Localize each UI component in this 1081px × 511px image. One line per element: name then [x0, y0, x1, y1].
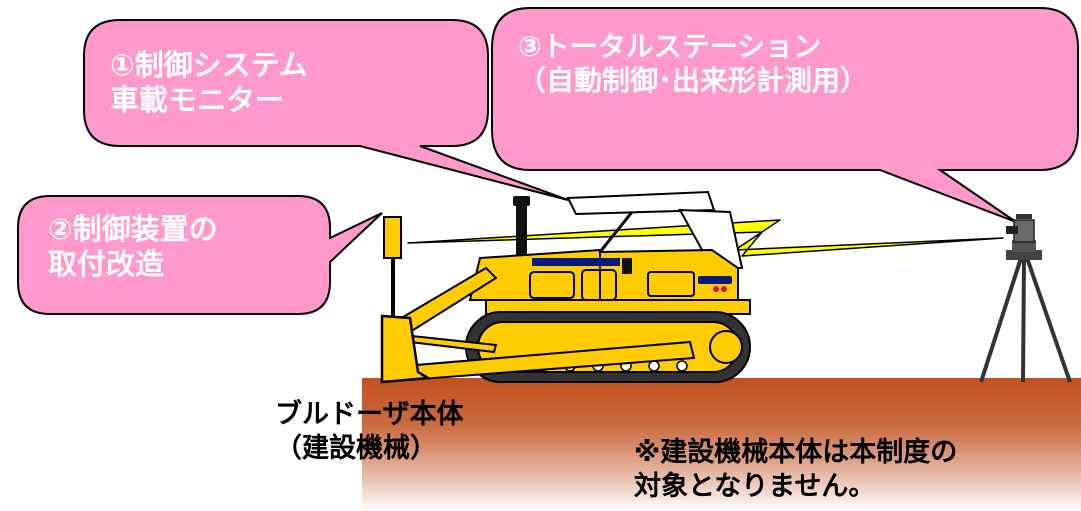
instrument-base: [1012, 240, 1036, 252]
callout-total-station: ③トータルステーション （自動制御･出来形計測用）: [518, 30, 868, 97]
tripod-leg: [1021, 257, 1026, 383]
callout-number: ③: [518, 30, 542, 63]
callout-bubble-control-system: [83, 19, 569, 201]
exclusion-note-line2: 対象となりません。: [634, 470, 876, 502]
callout-control-system: ①制御システム 車載モニター: [110, 48, 308, 118]
control-sensor: [383, 216, 402, 259]
ground: [362, 378, 1081, 511]
bulldozer-label-line1: ブルドーザ本体: [275, 399, 464, 430]
side-trim: [698, 276, 732, 284]
callout-control-device: ②制御装置の 取付改造: [48, 212, 218, 282]
instrument-telescope: [1006, 226, 1018, 234]
trim-stripe: [532, 258, 620, 266]
road-wheel: [648, 360, 660, 372]
total-station: [979, 214, 1072, 383]
warning-lamp: [713, 286, 719, 292]
blade-mast: [391, 255, 395, 325]
side-panel: [529, 271, 575, 299]
callout-number: ②: [48, 212, 73, 246]
warning-lamp: [721, 286, 727, 292]
canopy-roof: [566, 190, 716, 216]
exhaust-stack: [516, 202, 527, 257]
callout-control-device-line2: 取付改造: [48, 246, 165, 281]
bulldozer-label: ブルドーザ本体 （建設機械）: [275, 398, 463, 466]
canopy-post-front: [678, 208, 744, 269]
tripod-leg: [1025, 257, 1072, 383]
road-wheel: [676, 360, 688, 372]
callout-total-station-line2: （自動制御･出来形計測用）: [518, 63, 869, 97]
callout-bubble-total-station: [491, 7, 1079, 223]
dozer-blade: [380, 314, 432, 384]
instrument-handle: [1016, 214, 1032, 219]
callout-control-system-line1: ①制御システム: [110, 48, 308, 83]
idler-wheel: [709, 330, 743, 364]
callout-number: ①: [110, 48, 135, 82]
exclusion-note-line1: ※建設機械本体は本制度の: [634, 437, 958, 468]
bulldozer-label-line2: （建設機械）: [275, 432, 437, 464]
callout-label: トータルステーション: [541, 30, 822, 63]
tripod-head: [1006, 250, 1042, 260]
callout-total-station-line1: ③トータルステーション: [518, 30, 868, 64]
signal-bolt: [407, 219, 1004, 257]
callout-label: 制御装置の: [72, 212, 218, 246]
callout-control-device-line1: ②制御装置の: [48, 212, 218, 247]
exhaust-cap: [513, 196, 530, 206]
bulldozer: [380, 190, 751, 384]
tripod-leg: [979, 257, 1023, 383]
callout-control-system-line2: 車載モニター: [110, 82, 285, 117]
callout-label: 制御システム: [134, 48, 308, 82]
control-lever: [622, 258, 632, 274]
callout-bubble-control-device: [17, 195, 383, 315]
exclusion-note: ※建設機械本体は本制度の 対象となりません。: [634, 436, 957, 504]
side-panel: [647, 271, 695, 297]
